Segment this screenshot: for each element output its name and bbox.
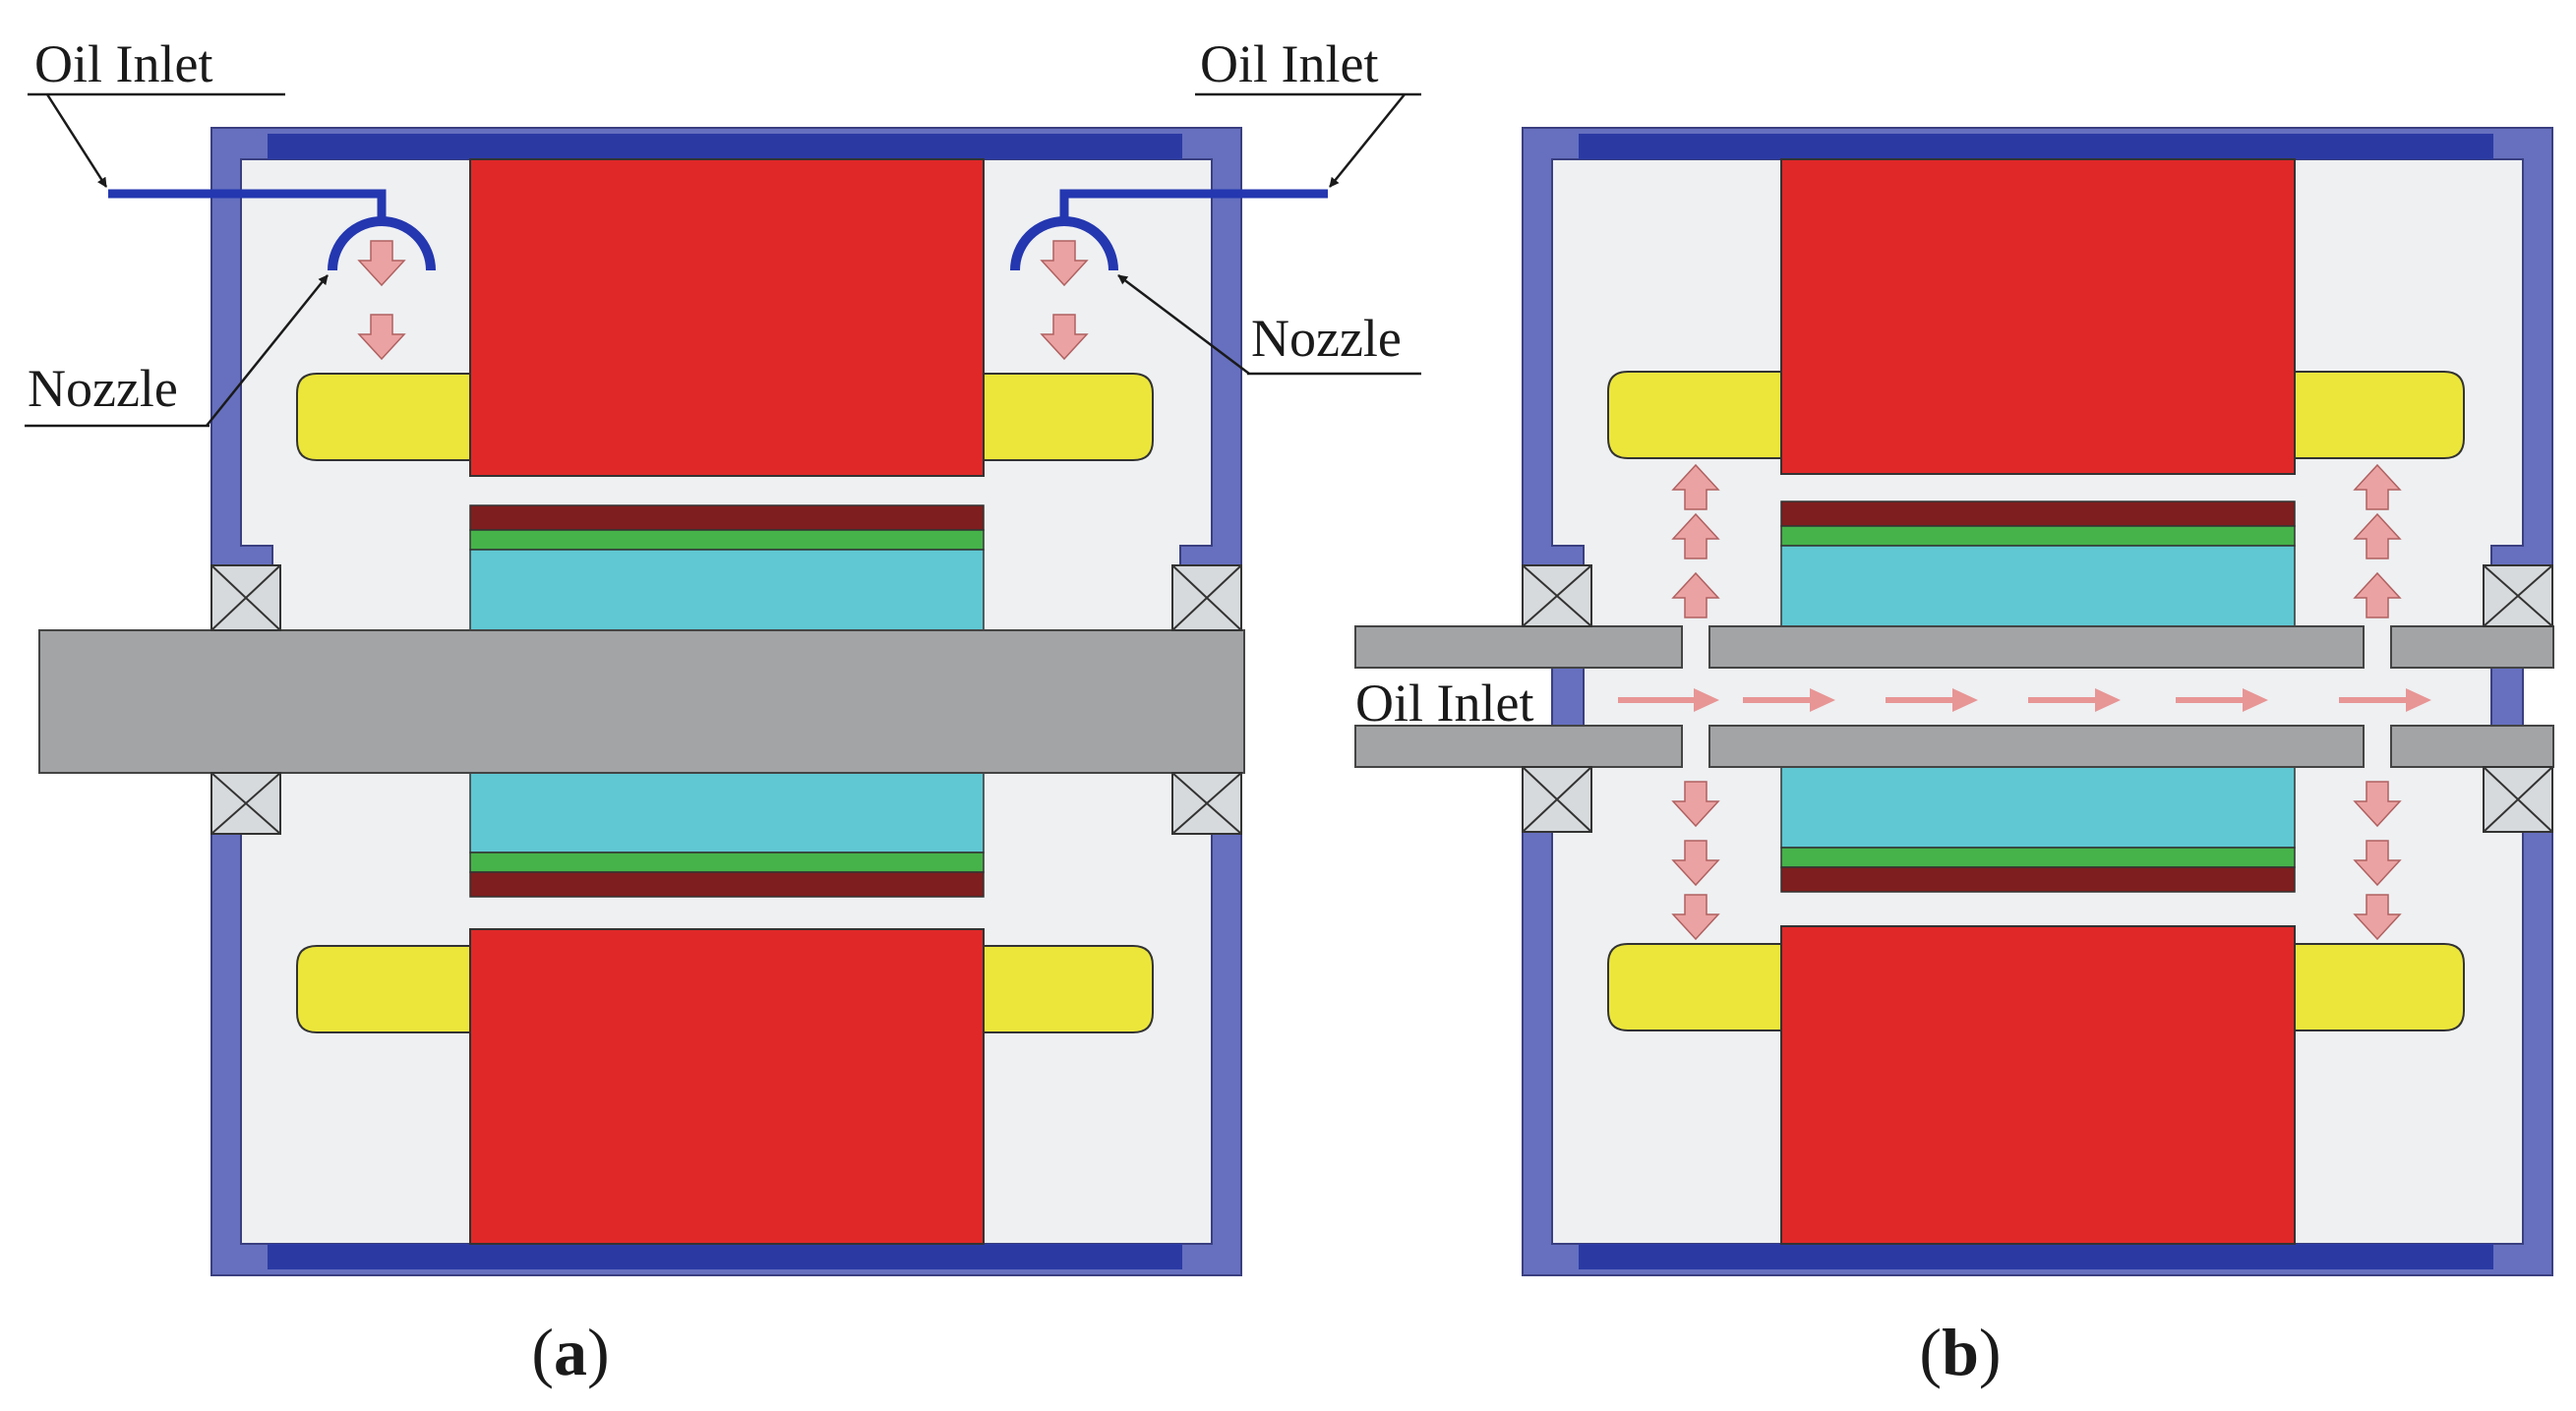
flow-arrow-right (2028, 688, 2121, 712)
rotor-green-bottom (469, 852, 985, 873)
flow-arrow-right (1886, 688, 1978, 712)
bearing-bottom-right (1171, 772, 1242, 835)
bearing-bottom-left (210, 772, 281, 835)
flow-arrow-up (1671, 512, 1720, 559)
flow-arrow-up (2353, 463, 2402, 510)
rotor-maroon-bottom (469, 871, 985, 898)
oil-pipe-left (108, 189, 387, 221)
housing-cap-top (268, 134, 1182, 159)
shaft-wall-bottom (1354, 725, 1683, 768)
flow-arrow-up (1671, 571, 1720, 618)
bearing-top-left (1522, 564, 1592, 627)
oil-inlet-label-left: Oil Inlet (34, 34, 212, 93)
flow-arrow-down (357, 314, 406, 361)
oil-pipe-right (1059, 189, 1328, 221)
nozzle-leader-right (1117, 274, 1250, 375)
shaft-wall-top (2390, 625, 2554, 669)
shaft-wall-bottom (1708, 725, 2365, 768)
rotor-green-bottom (1780, 847, 2296, 868)
rotor-core-top (469, 549, 985, 631)
hollow-shaft (1354, 625, 2554, 768)
rotor-green-top (469, 529, 985, 551)
bearing-bottom-left (1522, 766, 1592, 833)
nozzle-label-left: Nozzle (28, 359, 178, 418)
flow-arrow-down (1671, 781, 1720, 828)
end-winding-bottom-left (1607, 943, 1782, 1031)
rotor-core-bottom (469, 771, 985, 853)
oil-flow-arrows-vertical (1671, 463, 2402, 941)
bearing-top-right (1171, 564, 1242, 631)
oil-flow-arrows-horizontal (1618, 688, 2431, 712)
flow-arrow-down (1040, 240, 1089, 287)
rotor-core-bottom (1780, 766, 2296, 849)
bearing-bottom-right (2483, 766, 2553, 833)
shaft-wall-bottom (2390, 725, 2554, 768)
bearing-top-right (2483, 564, 2553, 627)
end-winding-top-left (1607, 371, 1782, 459)
end-winding-bottom-right (983, 945, 1154, 1033)
flow-arrow-down (357, 240, 406, 287)
nozzle-label-right: Nozzle (1251, 309, 1402, 368)
rotor-maroon-bottom (1780, 866, 2296, 893)
flow-arrow-up (2353, 571, 2402, 618)
end-winding-top-left (296, 373, 471, 461)
housing-cap-bottom (268, 1244, 1182, 1269)
end-winding-bottom-left (296, 945, 471, 1033)
flow-arrow-down (2353, 781, 2402, 828)
nozzle-leader-left (206, 274, 329, 427)
panel-a: Oil Inlet Oil Inlet Nozzle Nozzle (a) (25, 34, 1421, 1389)
caption-a: (a) (531, 1315, 609, 1389)
housing-cap-top (1579, 134, 2493, 159)
panel-b: Oil Inlet (b) (1354, 127, 2554, 1389)
end-winding-top-right (983, 373, 1154, 461)
rotor-maroon-top (1780, 500, 2296, 527)
stator-bottom (469, 928, 985, 1245)
stator-top (1780, 158, 2296, 475)
oil-inlet-label-right: Oil Inlet (1200, 34, 1378, 93)
flow-arrow-down (1671, 840, 1720, 887)
flow-arrow-down (1040, 314, 1089, 361)
oil-inlet-label-shaft: Oil Inlet (1355, 674, 1533, 733)
rotor-maroon-top (469, 504, 985, 531)
oil-inlet-leader-right (1329, 93, 1406, 188)
flow-arrow-down (2353, 840, 2402, 887)
flow-arrow-right (1743, 688, 1835, 712)
rotor-green-top (1780, 525, 2296, 547)
shaft (38, 629, 1245, 774)
shaft-wall-top (1708, 625, 2365, 669)
end-winding-bottom-right (2294, 943, 2465, 1031)
end-winding-top-right (2294, 371, 2465, 459)
nozzle-right (1010, 216, 1118, 271)
flow-arrow-right (2176, 688, 2268, 712)
nozzle-left (328, 216, 436, 271)
caption-b: (b) (1919, 1315, 2001, 1389)
flow-arrow-right (1618, 688, 1719, 712)
flow-arrow-down (1671, 894, 1720, 941)
stator-bottom (1780, 925, 2296, 1245)
flow-arrow-up (1671, 463, 1720, 510)
flow-arrow-up (2353, 512, 2402, 559)
housing-cap-bottom (1579, 1244, 2493, 1269)
oil-inlet-leader-left (45, 93, 108, 188)
stator-top (469, 158, 985, 477)
bearing-top-left (210, 564, 281, 631)
flow-arrow-down (2353, 894, 2402, 941)
oil-flow-arrows-a (357, 240, 1089, 361)
shaft-wall-top (1354, 625, 1683, 669)
flow-arrow-right (2339, 688, 2431, 712)
rotor-core-top (1780, 545, 2296, 627)
